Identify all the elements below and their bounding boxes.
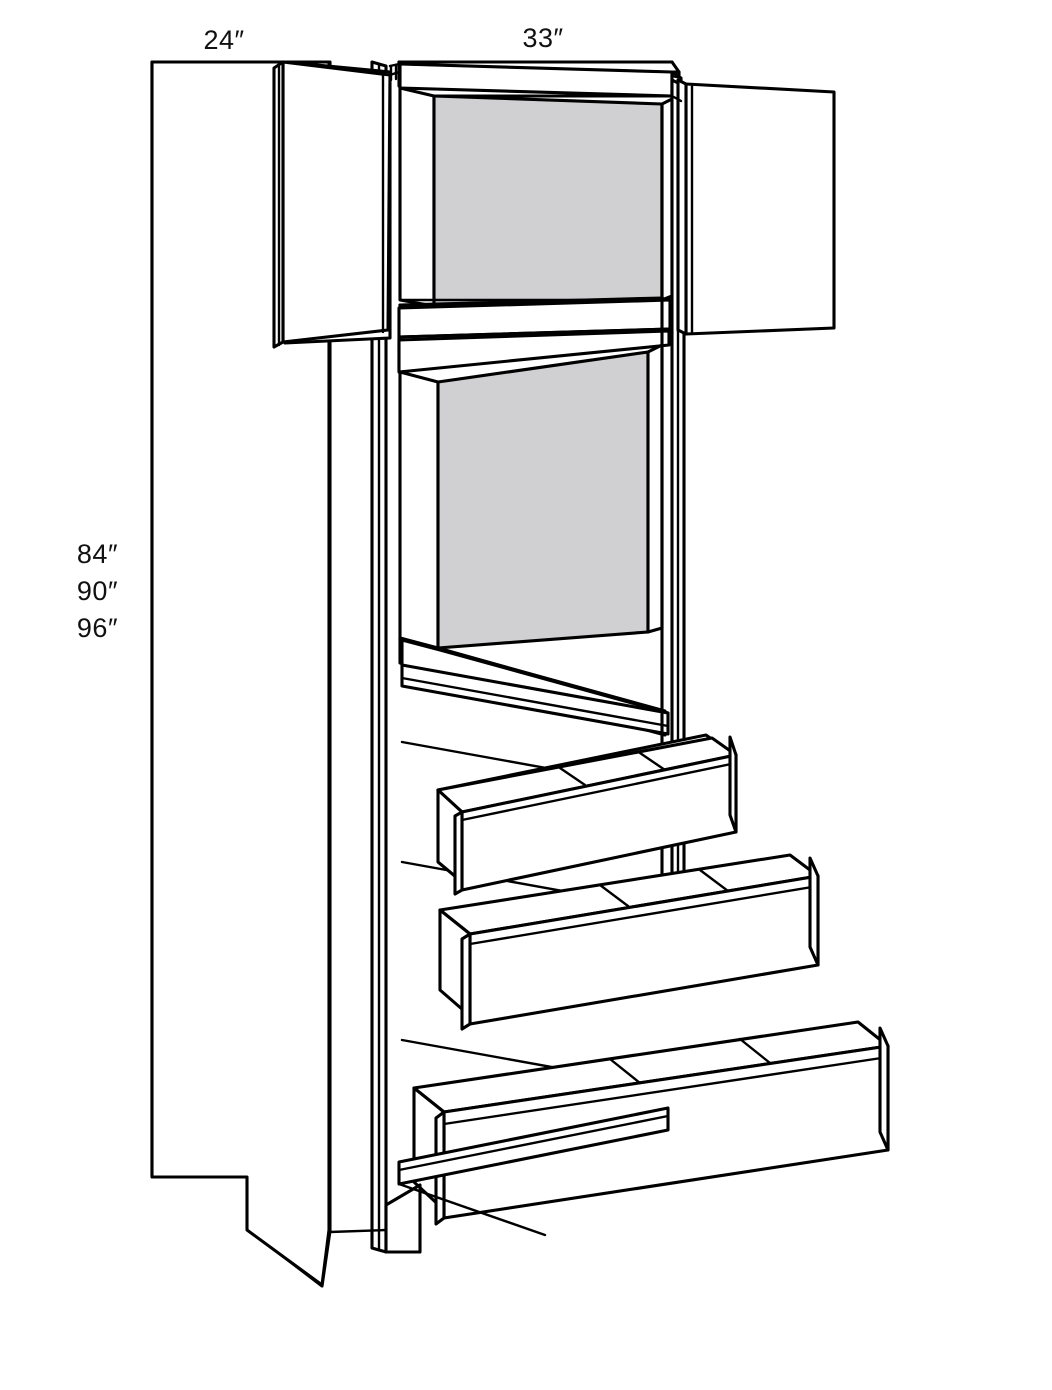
door-hinge-details xyxy=(388,62,683,103)
middle-divider-rail xyxy=(397,296,674,374)
left-side-panel xyxy=(150,60,332,1288)
toe-kick-notch xyxy=(328,1106,670,1254)
width-dimension-label: 33″ xyxy=(522,23,563,53)
height-option-2-label: 90″ xyxy=(77,576,118,606)
height-option-1-label: 84″ xyxy=(77,539,118,569)
depth-dimension-label: 24″ xyxy=(203,25,244,55)
height-option-3-label: 96″ xyxy=(77,613,118,643)
lower-oven-floor-shelf xyxy=(398,636,670,737)
drawer-bottom[interactable] xyxy=(412,1020,890,1226)
drawer-middle[interactable] xyxy=(438,853,820,1031)
lower-oven-opening xyxy=(398,343,664,650)
upper-left-door[interactable] xyxy=(272,60,392,349)
drawer-top[interactable] xyxy=(436,733,738,896)
dimension-labels: 24″ 33″ 84″ 90″ 96″ xyxy=(77,23,563,643)
upper-oven-opening xyxy=(398,86,674,308)
upper-right-door[interactable] xyxy=(676,78,836,336)
